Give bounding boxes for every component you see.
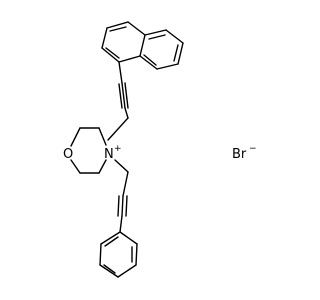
bond <box>105 47 120 59</box>
bond <box>109 26 127 32</box>
bond <box>101 27 108 49</box>
bromide-charge: − <box>249 144 257 154</box>
bond <box>119 231 138 245</box>
bond <box>119 215 123 233</box>
morpholine-ring <box>70 127 107 174</box>
bond <box>165 29 184 44</box>
bond <box>114 159 129 173</box>
bond <box>106 21 129 29</box>
bond <box>139 34 146 57</box>
bond <box>117 195 120 217</box>
molecule-structure: O N + Br − <box>63 21 257 278</box>
propargyl-chain-top <box>107 61 129 141</box>
bond <box>121 82 126 109</box>
phenyl-group <box>99 231 138 278</box>
bond <box>118 83 123 109</box>
bond <box>98 127 107 146</box>
bond <box>135 243 138 266</box>
nitrogen-atom-label: N <box>104 147 114 162</box>
bond <box>70 127 81 147</box>
bond <box>99 264 119 278</box>
bond <box>125 195 128 217</box>
naphthalene-group <box>101 21 184 70</box>
bond <box>121 195 124 217</box>
bromide-symbol: Br <box>232 147 247 162</box>
bond <box>100 231 121 245</box>
bond <box>177 42 184 65</box>
bond <box>127 21 146 36</box>
bond <box>103 264 116 274</box>
bond <box>124 82 129 109</box>
bond <box>107 117 129 141</box>
structure-canvas: O N + Br − <box>63 21 257 278</box>
bond <box>124 107 129 119</box>
nitrogen-charge: + <box>114 144 122 154</box>
bond <box>101 47 120 63</box>
oxygen-atom-label: O <box>63 147 73 162</box>
propargyl-chain-bottom <box>114 159 129 233</box>
bond <box>118 55 141 63</box>
bond <box>156 63 179 70</box>
bond <box>143 54 157 66</box>
bond <box>148 34 166 40</box>
bond <box>70 159 81 174</box>
bond <box>144 29 167 36</box>
bond <box>117 264 137 278</box>
bond <box>118 61 123 84</box>
bond <box>99 243 102 266</box>
bond <box>173 44 179 62</box>
bond <box>139 55 158 70</box>
bond <box>104 236 119 247</box>
bond <box>98 159 107 174</box>
bond <box>122 171 129 197</box>
